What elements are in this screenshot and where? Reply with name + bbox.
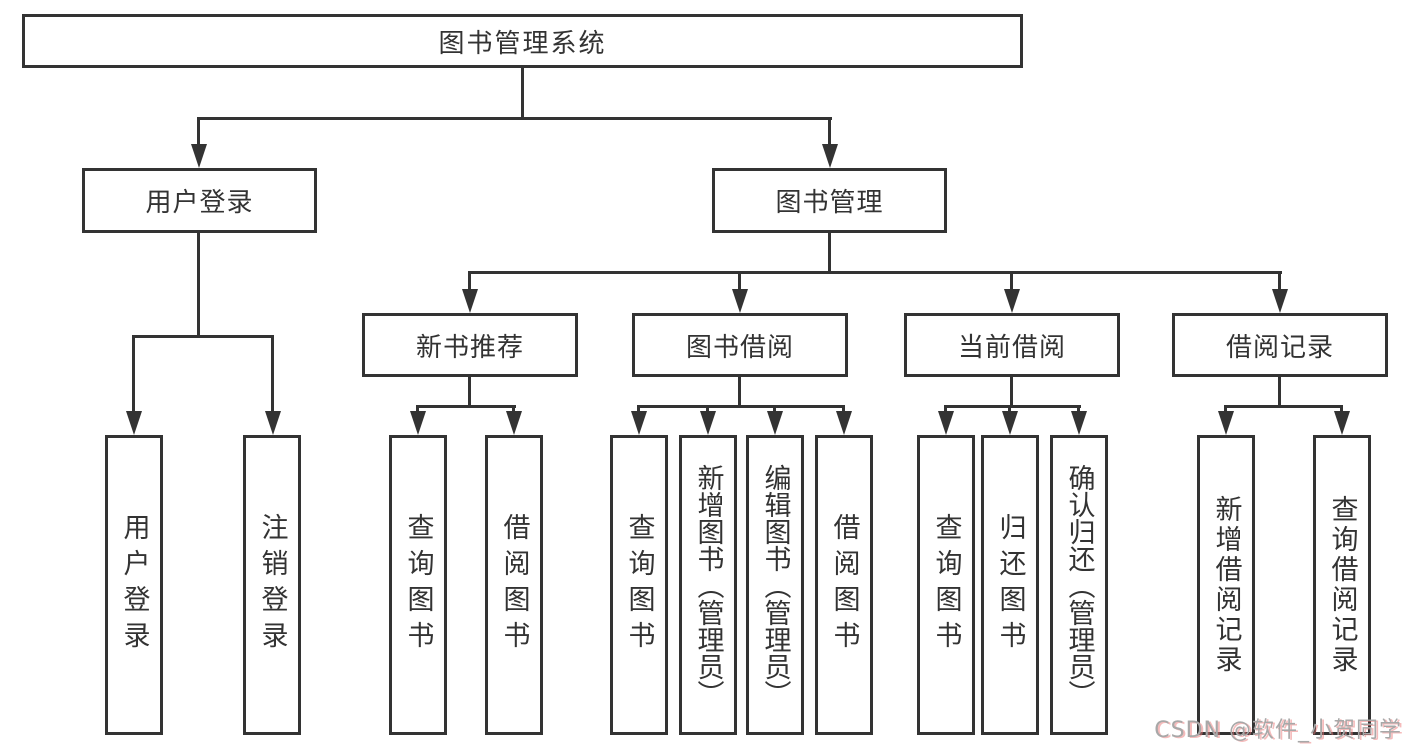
leaf-query-book-2: 查询图书 [610, 435, 668, 735]
connector-arrow-down [512, 405, 515, 411]
connector-arrow-down [1224, 405, 1227, 411]
connector-line [469, 271, 1282, 274]
leaf-label: 注销登录 [256, 513, 288, 657]
connector-arrow-down [132, 335, 135, 411]
node-root: 图书管理系统 [22, 14, 1023, 68]
leaf-label: 用户登录 [118, 513, 150, 657]
leaf-query-book-3: 查询图书 [917, 435, 975, 735]
leaf-label: 确认归还（管理员） [1063, 463, 1095, 707]
connector-line [416, 405, 516, 408]
connector-line [637, 405, 845, 408]
leaf-label: 新增图书（管理员） [692, 463, 724, 707]
leaf-logout: 注销登录 [243, 435, 301, 735]
connector-arrow-down [738, 271, 741, 289]
node-book-management-label: 图书管理 [775, 188, 884, 218]
node-book-borrow-label: 图书借阅 [685, 332, 794, 363]
connector-arrow-down [637, 405, 640, 411]
connector-arrow-down [197, 117, 200, 144]
node-borrow-record: 借阅记录 [1172, 313, 1388, 377]
connector-arrow-down [1008, 405, 1011, 411]
node-current-borrow: 当前借阅 [904, 313, 1120, 377]
connector-line [1224, 405, 1343, 408]
leaf-query-borrow-record: 查询借阅记录 [1313, 435, 1371, 735]
node-book-borrow: 图书借阅 [632, 313, 848, 377]
leaf-label: 查询图书 [402, 513, 434, 657]
connector-arrow-down [828, 117, 831, 144]
node-user-login-label: 用户登录 [145, 188, 254, 218]
connector-line [521, 68, 524, 118]
node-root-label: 图书管理系统 [438, 28, 607, 59]
node-book-management: 图书管理 [712, 168, 947, 233]
leaf-confirm-return-admin: 确认归还（管理员） [1050, 435, 1108, 735]
connector-arrow-down [706, 405, 709, 411]
connector-line [738, 377, 741, 407]
connector-arrow-down [1278, 271, 1281, 289]
connector-arrow-down [773, 405, 776, 411]
connector-arrow-down [1340, 405, 1343, 411]
connector-line [1278, 377, 1281, 407]
node-current-borrow-label: 当前借阅 [957, 332, 1066, 363]
connector-arrow-down [1010, 271, 1013, 289]
leaf-label: 查询借阅记录 [1326, 495, 1358, 675]
connector-line [197, 233, 200, 336]
leaf-edit-book-admin: 编辑图书（管理员） [746, 435, 804, 735]
leaf-return-book: 归还图书 [981, 435, 1039, 735]
leaf-label: 查询图书 [930, 513, 962, 657]
leaf-add-book-admin: 新增图书（管理员） [679, 435, 737, 735]
connector-arrow-down [271, 335, 274, 411]
leaf-query-book-1: 查询图书 [389, 435, 447, 735]
connector-arrow-down [468, 271, 471, 289]
connector-arrow-down [944, 405, 947, 411]
leaf-borrow-book-2: 借阅图书 [815, 435, 873, 735]
node-user-login: 用户登录 [82, 168, 317, 233]
connector-line [133, 335, 274, 338]
node-new-book-recommend: 新书推荐 [362, 313, 578, 377]
leaf-label: 查询图书 [623, 513, 655, 657]
leaf-label: 新增借阅记录 [1210, 495, 1242, 675]
leaf-label: 编辑图书（管理员） [759, 463, 791, 707]
leaf-label: 归还图书 [994, 513, 1026, 657]
connector-arrow-down [842, 405, 845, 411]
connector-line [198, 117, 832, 120]
leaf-add-borrow-record: 新增借阅记录 [1197, 435, 1255, 735]
connector-line [944, 405, 1081, 408]
connector-line [468, 377, 471, 407]
leaf-label: 借阅图书 [498, 513, 530, 657]
node-borrow-record-label: 借阅记录 [1225, 332, 1334, 363]
connector-line [1010, 377, 1013, 407]
leaf-borrow-book-1: 借阅图书 [485, 435, 543, 735]
watermark: CSDN @软件_小贺同学 [1154, 718, 1402, 743]
connector-line [828, 233, 831, 274]
connector-arrow-down [416, 405, 419, 411]
node-new-book-recommend-label: 新书推荐 [415, 332, 524, 363]
leaf-label: 借阅图书 [828, 513, 860, 657]
leaf-user-login: 用户登录 [105, 435, 163, 735]
connector-arrow-down [1077, 405, 1080, 411]
